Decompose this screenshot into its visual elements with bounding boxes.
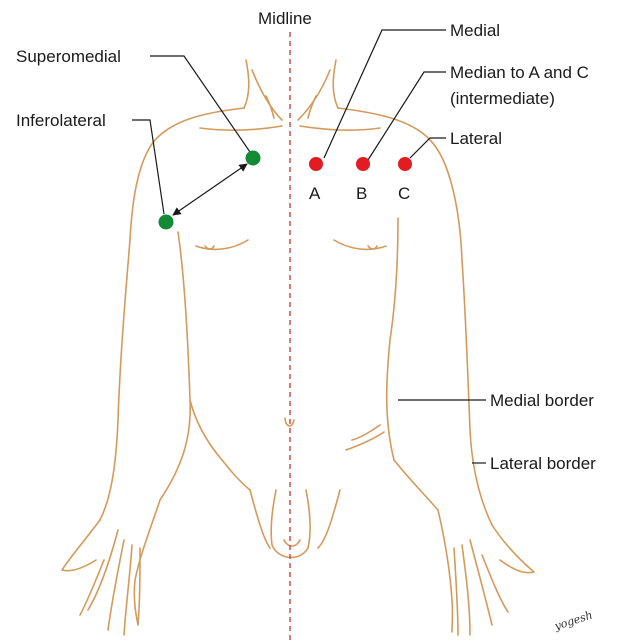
leader-inferolateral: [132, 120, 164, 214]
distance-arrow: [173, 164, 247, 215]
pec-right: [334, 240, 386, 249]
pec-left: [196, 240, 248, 249]
neck-muscle-left: [252, 70, 282, 120]
chest-right: [300, 126, 380, 130]
point-b-label: B: [356, 184, 367, 203]
midline-label: Midline: [258, 9, 312, 28]
left-shoulder: [130, 108, 244, 240]
leader-superomedial: [150, 56, 250, 152]
right-arm-inner: [387, 218, 398, 460]
point-a-label: A: [309, 184, 321, 203]
chest-left: [200, 126, 282, 130]
neck-muscle-right: [298, 70, 330, 120]
point-b-dot: [356, 157, 370, 171]
medial-border-label: Medial border: [490, 391, 594, 410]
inferolateral-dot: [159, 215, 174, 230]
leader-medial: [324, 30, 446, 158]
inferolateral-label: Inferolateral: [16, 111, 106, 130]
neck-left: [244, 60, 249, 108]
left-arm-inner: [160, 232, 190, 500]
median-sub-label: (intermediate): [450, 89, 555, 108]
left-forearm-inner: [190, 400, 222, 460]
left-hand: [62, 500, 160, 635]
superomedial-label: Superomedial: [16, 47, 121, 66]
hip-right: [346, 425, 384, 450]
right-hand: [438, 510, 534, 635]
leader-median: [368, 72, 446, 160]
lateral-label: Lateral: [450, 129, 502, 148]
groin-right: [318, 490, 340, 548]
medial-label: Medial: [450, 21, 500, 40]
artist-signature: yogesh: [552, 608, 594, 633]
groin-left: [250, 490, 270, 548]
point-c-label: C: [398, 184, 410, 203]
neck-detail: [266, 96, 274, 118]
lateral-border-label: Lateral border: [490, 454, 596, 473]
right-forearm-inner: [394, 460, 438, 510]
left-arm-outer: [100, 240, 130, 520]
right-arm-outer: [462, 260, 492, 525]
hip-left: [222, 460, 250, 490]
point-c-dot: [398, 157, 412, 171]
point-a-dot: [309, 157, 323, 171]
median-label: Median to A and C: [450, 63, 589, 82]
neck-right: [333, 60, 338, 108]
genital: [271, 490, 310, 557]
superomedial-dot: [246, 151, 261, 166]
